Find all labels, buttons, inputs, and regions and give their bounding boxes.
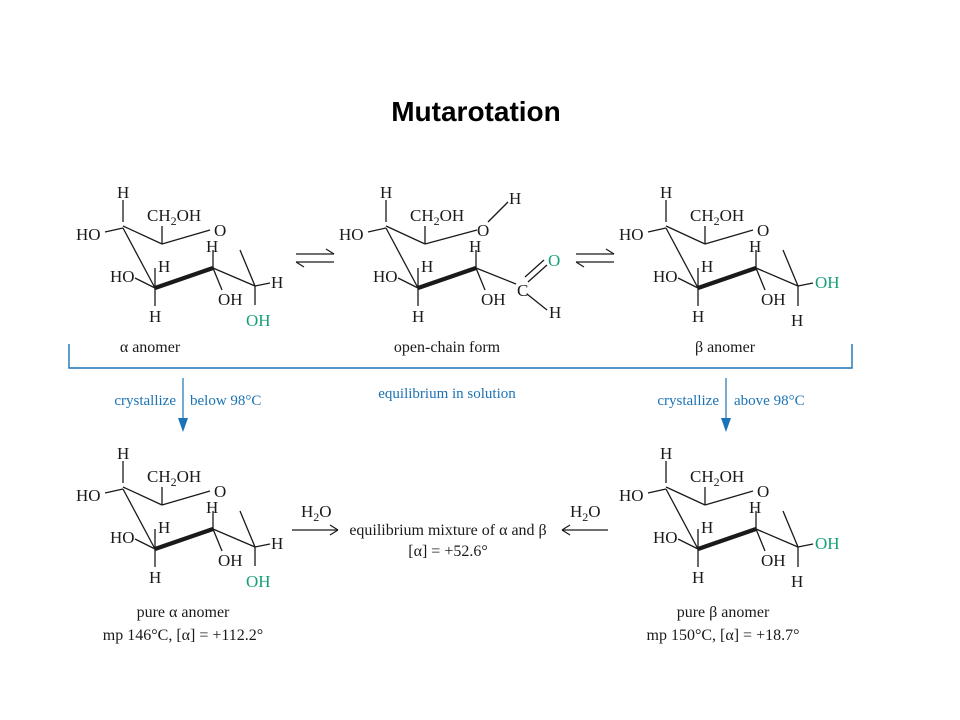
atom-ho: HO xyxy=(373,267,398,286)
atom-h: H xyxy=(660,183,672,202)
atom-h: H xyxy=(158,257,170,276)
mixture-rotation: [α] = +52.6° xyxy=(408,543,487,560)
pure-beta-label: pure β anomer xyxy=(677,604,770,621)
atom-ch2oh: CH2OH xyxy=(410,206,464,228)
open-chain-structure: H HO CH2OH O H H H HO OH C O H H xyxy=(339,183,561,326)
atom-o: O xyxy=(214,482,226,501)
pure-alpha-label: pure α anomer xyxy=(137,604,230,621)
beta-anomer-label: β anomer xyxy=(695,339,756,356)
beta-anomer-structure: H HO CH2OH O H H HO OH OH H H xyxy=(619,183,840,330)
atom-o: O xyxy=(477,221,489,240)
anomeric-oh: OH xyxy=(815,273,840,292)
atom-h: H xyxy=(149,568,161,587)
atom-h: H xyxy=(549,303,561,322)
equilibrium-bracket xyxy=(68,344,853,369)
atom-h: H xyxy=(791,572,803,591)
equilibrium-label: equilibrium in solution xyxy=(378,386,516,402)
alpha-anomer-structure: H HO CH2OH O H H HO H OH H OH xyxy=(76,183,283,330)
atom-oh: OH xyxy=(481,290,506,309)
atom-ch2oh: CH2OH xyxy=(690,467,744,489)
atom-ho: HO xyxy=(76,225,101,244)
atom-ho: HO xyxy=(653,267,678,286)
water-left-label: H2O xyxy=(301,502,332,524)
atom-h: H xyxy=(701,257,713,276)
atom-h: H xyxy=(749,498,761,517)
atom-oh: OH xyxy=(218,290,243,309)
atom-h: H xyxy=(149,307,161,326)
atom-ho: HO xyxy=(619,486,644,505)
crystallize-left-arrow xyxy=(178,378,188,432)
alpha-anomer-label: α anomer xyxy=(120,339,181,356)
atom-h: H xyxy=(692,307,704,326)
atom-h: H xyxy=(469,237,481,256)
atom-h: H xyxy=(749,237,761,256)
anomeric-oh: OH xyxy=(246,572,271,591)
atom-o: O xyxy=(214,221,226,240)
carbonyl-o: O xyxy=(548,251,560,270)
page-title: Mutarotation xyxy=(391,96,561,127)
anomeric-oh: OH xyxy=(246,311,271,330)
atom-h: H xyxy=(206,498,218,517)
atom-o: O xyxy=(757,221,769,240)
atom-h: H xyxy=(692,568,704,587)
mixture-label: equilibrium mixture of α and β xyxy=(349,522,546,539)
atom-h: H xyxy=(380,183,392,202)
atom-ho: HO xyxy=(619,225,644,244)
atom-ch2oh: CH2OH xyxy=(147,467,201,489)
atom-h: H xyxy=(271,273,283,292)
crystallize-right-temp: above 98°C xyxy=(734,393,805,409)
atom-h: H xyxy=(421,257,433,276)
open-chain-label: open-chain form xyxy=(394,339,501,356)
atom-h: H xyxy=(158,518,170,537)
atom-h: H xyxy=(660,444,672,463)
equilibrium-arrow xyxy=(295,248,335,268)
atom-ho: HO xyxy=(653,528,678,547)
atom-h: H xyxy=(271,534,283,553)
crystallize-left-label: crystallize xyxy=(114,393,176,409)
pure-beta-properties: mp 150°C, [α] = +18.7° xyxy=(647,627,800,644)
atom-oh: OH xyxy=(761,290,786,309)
crystallize-right-arrow xyxy=(721,378,731,432)
atom-ho: HO xyxy=(110,528,135,547)
water-right-label: H2O xyxy=(570,502,601,524)
anomeric-oh: OH xyxy=(815,534,840,553)
atom-ch2oh: CH2OH xyxy=(690,206,744,228)
atom-oh: OH xyxy=(761,551,786,570)
pure-beta-structure: H HO CH2OH O H H HO OH OH H H xyxy=(619,444,840,591)
atom-h: H xyxy=(791,311,803,330)
reverse-arrow xyxy=(561,524,608,536)
atom-h: H xyxy=(701,518,713,537)
pure-alpha-structure: H HO CH2OH O H H HO H OH H OH xyxy=(76,444,283,591)
atom-h: H xyxy=(206,237,218,256)
forward-arrow xyxy=(292,524,339,536)
atom-o: O xyxy=(757,482,769,501)
atom-c: C xyxy=(517,281,528,300)
atom-ho: HO xyxy=(339,225,364,244)
atom-ch2oh: CH2OH xyxy=(147,206,201,228)
crystallize-left-temp: below 98°C xyxy=(190,393,261,409)
atom-h: H xyxy=(412,307,424,326)
atom-ho: HO xyxy=(76,486,101,505)
atom-h: H xyxy=(117,444,129,463)
atom-oh: OH xyxy=(218,551,243,570)
crystallize-right-label: crystallize xyxy=(657,393,719,409)
pure-alpha-properties: mp 146°C, [α] = +112.2° xyxy=(103,627,263,644)
atom-ho: HO xyxy=(110,267,135,286)
equilibrium-arrow xyxy=(575,248,615,268)
atom-h: H xyxy=(509,189,521,208)
atom-h: H xyxy=(117,183,129,202)
